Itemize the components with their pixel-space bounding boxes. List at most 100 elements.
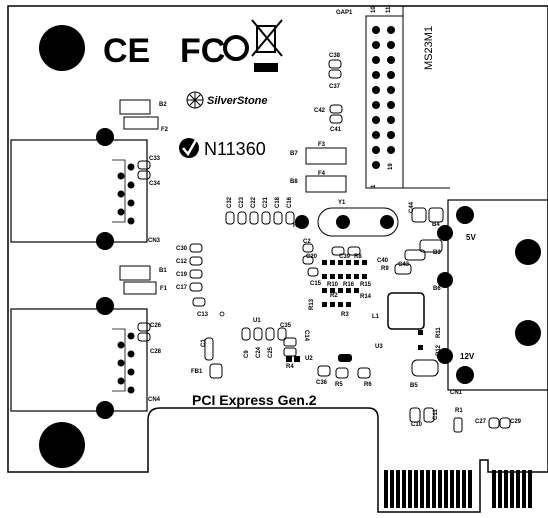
crystal-y1: Y1 (317, 200, 399, 237)
svg-text:CN4: CN4 (148, 397, 161, 403)
resistor-pads (286, 260, 423, 362)
via (380, 215, 394, 229)
svg-text:R4: R4 (286, 364, 294, 370)
svg-text:MS23M1: MS23M1 (423, 26, 435, 70)
svg-text:N11360: N11360 (204, 139, 266, 159)
svg-text:12V: 12V (460, 352, 475, 361)
svg-text:19: 19 (388, 163, 394, 170)
svg-text:R7: R7 (293, 223, 301, 229)
svg-text:C18: C18 (275, 196, 281, 208)
pcie-gold-fingers (384, 470, 532, 508)
fcc-mark-ring (223, 35, 249, 61)
board-title: PCI Express Gen.2 (192, 392, 317, 408)
svg-text:C36: C36 (316, 380, 328, 386)
svg-text:U2: U2 (305, 356, 313, 362)
svg-text:C26: C26 (150, 323, 162, 329)
connector-cn1: CN1 5V 12V (437, 199, 548, 396)
svg-text:1: 1 (371, 184, 377, 188)
header-ms23m1: MS23M1 10 11 1 19 (365, 6, 450, 189)
svg-text:C1: C1 (201, 339, 207, 347)
svg-text:C27: C27 (475, 419, 487, 425)
capacitor-footprints (137, 59, 511, 433)
svg-text:C19: C19 (176, 272, 188, 278)
ce-mark: CE (103, 32, 150, 70)
svg-text:R5: R5 (335, 382, 343, 388)
svg-text:C28: C28 (150, 349, 162, 355)
svg-text:CN1: CN1 (450, 390, 463, 396)
component-labels: C38 C37 C42 C41 C33 C34 C32 C23 C22 C21 … (149, 53, 522, 428)
fcc-mark: FC (180, 32, 225, 70)
svg-text:F3: F3 (318, 142, 326, 148)
svg-text:C17: C17 (176, 285, 188, 291)
silverstone-logo: SilverStone (186, 91, 268, 109)
svg-text:C22: C22 (251, 196, 257, 208)
svg-text:B1: B1 (159, 268, 167, 274)
svg-text:R13: R13 (309, 298, 315, 310)
connector-cn4: CN4 (10, 297, 161, 419)
svg-text:11: 11 (386, 6, 392, 13)
svg-text:C13: C13 (197, 312, 209, 318)
connector-cn3: CN3 (10, 128, 161, 250)
mounting-hole-bottom (39, 422, 85, 468)
svg-text:R2: R2 (330, 293, 338, 299)
via (219, 311, 225, 317)
svg-text:F2: F2 (161, 127, 169, 133)
svg-text:R1: R1 (455, 408, 463, 414)
svg-text:U1: U1 (253, 318, 261, 324)
bead-b2-f2 (119, 99, 159, 130)
svg-text:F4: F4 (318, 171, 326, 177)
weee-bin-icon (251, 19, 283, 72)
svg-text:C30: C30 (176, 246, 188, 252)
svg-text:10: 10 (371, 6, 377, 13)
svg-text:C44: C44 (409, 201, 415, 213)
svg-text:B4: B4 (432, 222, 440, 228)
board-outline (7, 5, 548, 513)
svg-text:C35: C35 (280, 323, 292, 329)
svg-text:C14: C14 (303, 330, 309, 342)
mounting-hole-top (39, 25, 85, 71)
svg-text:U3: U3 (375, 344, 383, 350)
svg-text:C24: C24 (256, 346, 262, 358)
svg-text:C37: C37 (329, 84, 341, 90)
certification-mark: N11360 (179, 138, 266, 159)
svg-text:C10: C10 (411, 422, 423, 428)
bead-b1-f1 (119, 265, 157, 295)
svg-text:R12: R12 (436, 344, 442, 356)
svg-text:R14: R14 (360, 294, 372, 300)
svg-text:R8: R8 (354, 254, 362, 260)
svg-text:C42: C42 (314, 108, 326, 114)
svg-text:C41: C41 (330, 127, 342, 133)
svg-text:C39: C39 (339, 254, 351, 260)
svg-text:5V: 5V (466, 233, 476, 242)
svg-text:B3: B3 (433, 250, 441, 256)
svg-text:B2: B2 (159, 102, 167, 108)
svg-text:R3: R3 (341, 312, 349, 318)
svg-text:R11: R11 (436, 327, 442, 338)
svg-text:R6: R6 (364, 382, 372, 388)
svg-text:C9: C9 (244, 350, 250, 358)
inductor-l1 (387, 292, 425, 330)
svg-text:C32: C32 (227, 196, 233, 208)
svg-text:C43: C43 (398, 262, 410, 268)
svg-text:C23: C23 (239, 196, 245, 208)
svg-text:C20: C20 (306, 254, 318, 260)
gap1-label: GAP1 (336, 10, 353, 16)
via (295, 215, 309, 229)
svg-text:Y1: Y1 (338, 200, 346, 206)
svg-text:C12: C12 (176, 259, 188, 265)
svg-text:C16: C16 (287, 196, 293, 208)
svg-text:FB1: FB1 (191, 369, 203, 375)
svg-text:C21: C21 (263, 196, 269, 208)
svg-text:R10: R10 (327, 282, 339, 288)
svg-text:R9: R9 (381, 266, 389, 272)
svg-text:B8: B8 (290, 179, 298, 185)
svg-text:C2: C2 (303, 239, 311, 245)
svg-text:C34: C34 (149, 181, 161, 187)
svg-text:R15: R15 (360, 282, 372, 288)
svg-text:C38: C38 (329, 53, 341, 59)
svg-text:C40: C40 (377, 258, 389, 264)
svg-text:B7: B7 (290, 151, 298, 157)
svg-text:F1: F1 (160, 286, 168, 292)
svg-text:C11: C11 (433, 409, 439, 420)
svg-text:C29: C29 (510, 419, 522, 425)
